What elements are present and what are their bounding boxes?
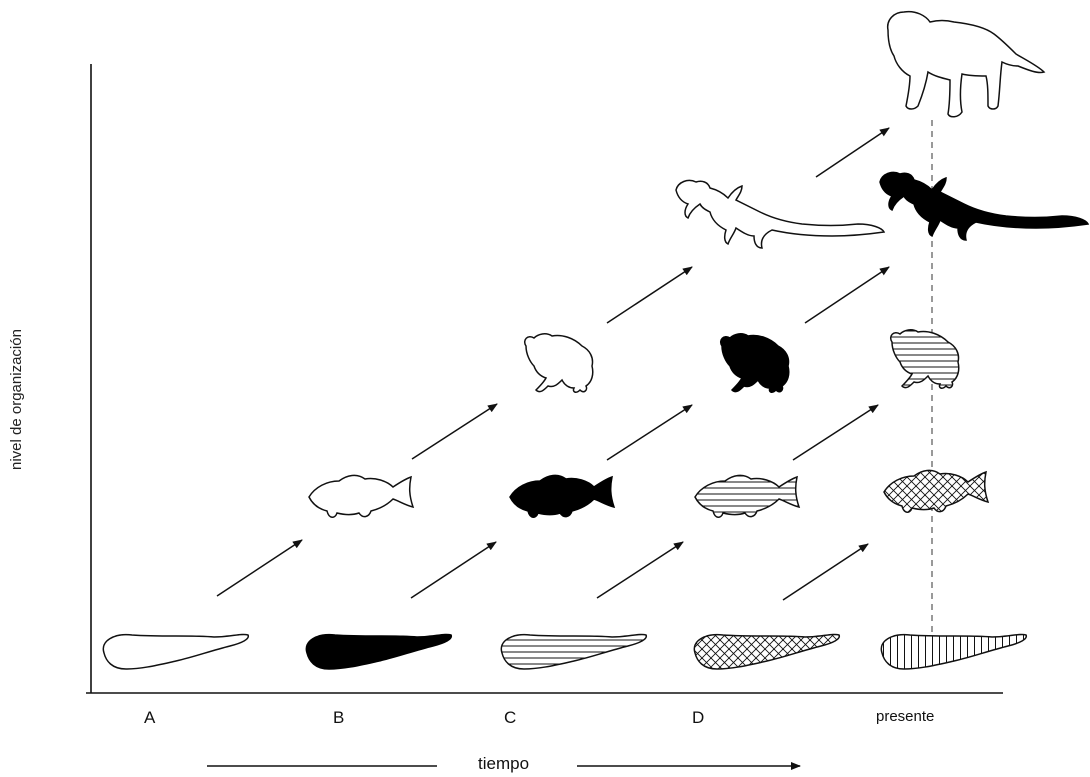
- worm-crosshatch: [694, 634, 839, 669]
- arrow: [607, 405, 692, 460]
- worm-outline: [103, 634, 248, 669]
- worm-solid: [306, 634, 451, 669]
- arrow: [793, 405, 878, 460]
- arrow: [816, 128, 889, 177]
- fish-crosshatch: [884, 470, 988, 512]
- fish-solid: [510, 475, 614, 517]
- arrow: [805, 267, 889, 323]
- fish-horizontal-stripes: [695, 475, 799, 517]
- mammal-outline: [888, 12, 1044, 117]
- arrow: [412, 404, 497, 459]
- lizard-solid: [880, 172, 1088, 240]
- fish-outline: [309, 475, 413, 517]
- frog-horizontal-stripes: [891, 330, 959, 388]
- arrow: [783, 544, 868, 600]
- time-label-c: C: [504, 708, 516, 728]
- arrow: [217, 540, 302, 596]
- time-label-d: D: [692, 708, 704, 728]
- arrow: [607, 267, 692, 323]
- arrow: [597, 542, 683, 598]
- time-label-b: B: [333, 708, 344, 728]
- time-label-a: A: [144, 708, 155, 728]
- worm-horizontal-stripes: [501, 634, 646, 669]
- worm-vertical-stripes: [881, 634, 1026, 669]
- lizard-outline: [676, 180, 884, 248]
- frog-outline: [525, 334, 593, 392]
- time-label-presente: presente: [876, 708, 934, 725]
- y-axis-label: nivel de organización: [8, 329, 25, 470]
- x-axis-label: tiempo: [478, 754, 529, 774]
- arrow: [411, 542, 496, 598]
- frog-solid: [721, 334, 789, 392]
